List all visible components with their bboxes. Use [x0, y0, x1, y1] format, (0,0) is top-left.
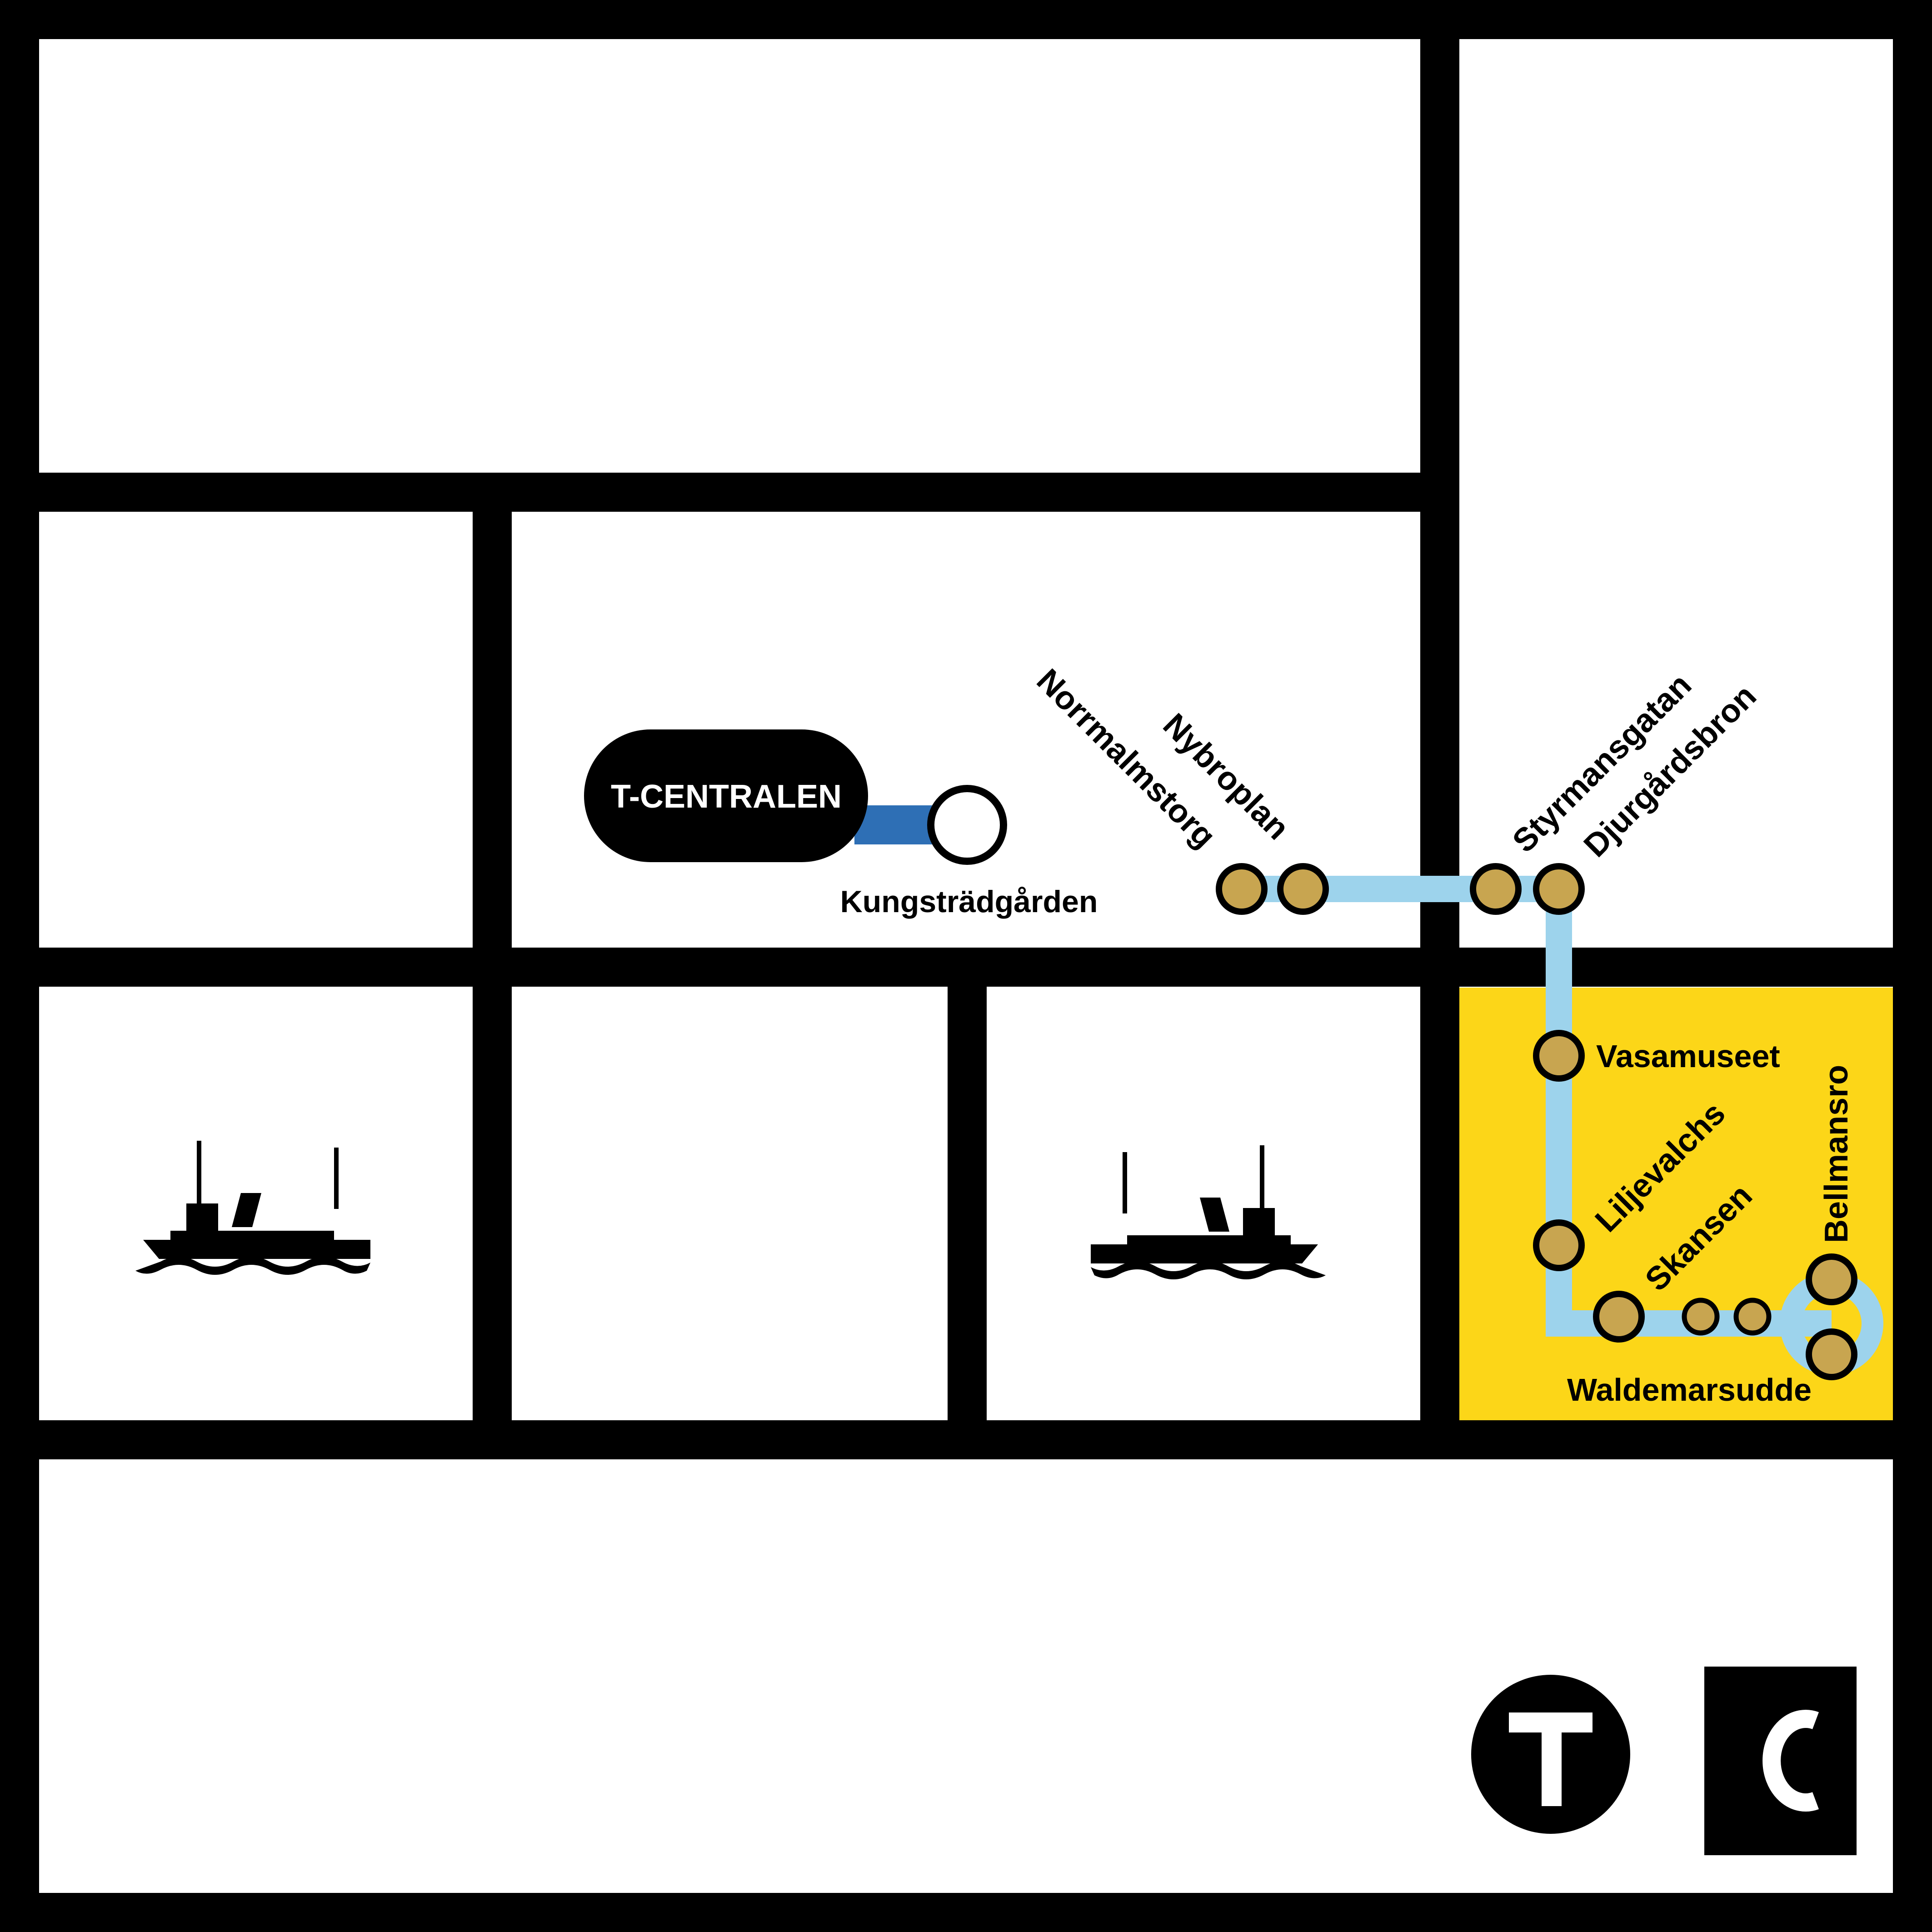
station-vasamuseet[interactable]: [1533, 1030, 1585, 1082]
station-minor-2[interactable]: [1733, 1298, 1772, 1336]
station-minor-1[interactable]: [1682, 1298, 1720, 1336]
station-label-vasamuseet: Vasamuseet: [1596, 1038, 1780, 1074]
t-centralen-terminus[interactable]: [584, 729, 868, 862]
ferry-icon: [135, 1141, 370, 1275]
station-skansen[interactable]: [1593, 1291, 1645, 1343]
station-nybroplan[interactable]: [1277, 863, 1329, 915]
station-djurgardsbron[interactable]: [1533, 863, 1585, 915]
ferry-icon: [1091, 1145, 1326, 1279]
station-kungstradgarden[interactable]: [927, 785, 1007, 865]
t-centralen-label: T-CENTRALEN: [611, 779, 842, 815]
metro-t-logo-icon: [1471, 1675, 1630, 1834]
station-waldemarsudde[interactable]: [1806, 1328, 1857, 1380]
station-styrmansgatan[interactable]: [1470, 863, 1522, 915]
station-label-kungstradgarden: Kungsträdgården: [840, 884, 1098, 919]
commuter-c-logo-icon: [1704, 1667, 1857, 1855]
station-liljevalchs[interactable]: [1533, 1219, 1585, 1271]
station-label-waldemarsudde: Waldemarsudde: [1567, 1372, 1812, 1408]
station-norrmalmstorg[interactable]: [1216, 863, 1268, 915]
station-bellmansro[interactable]: [1806, 1253, 1857, 1305]
station-label-bellmansro: Bellmansro: [1818, 1065, 1855, 1243]
